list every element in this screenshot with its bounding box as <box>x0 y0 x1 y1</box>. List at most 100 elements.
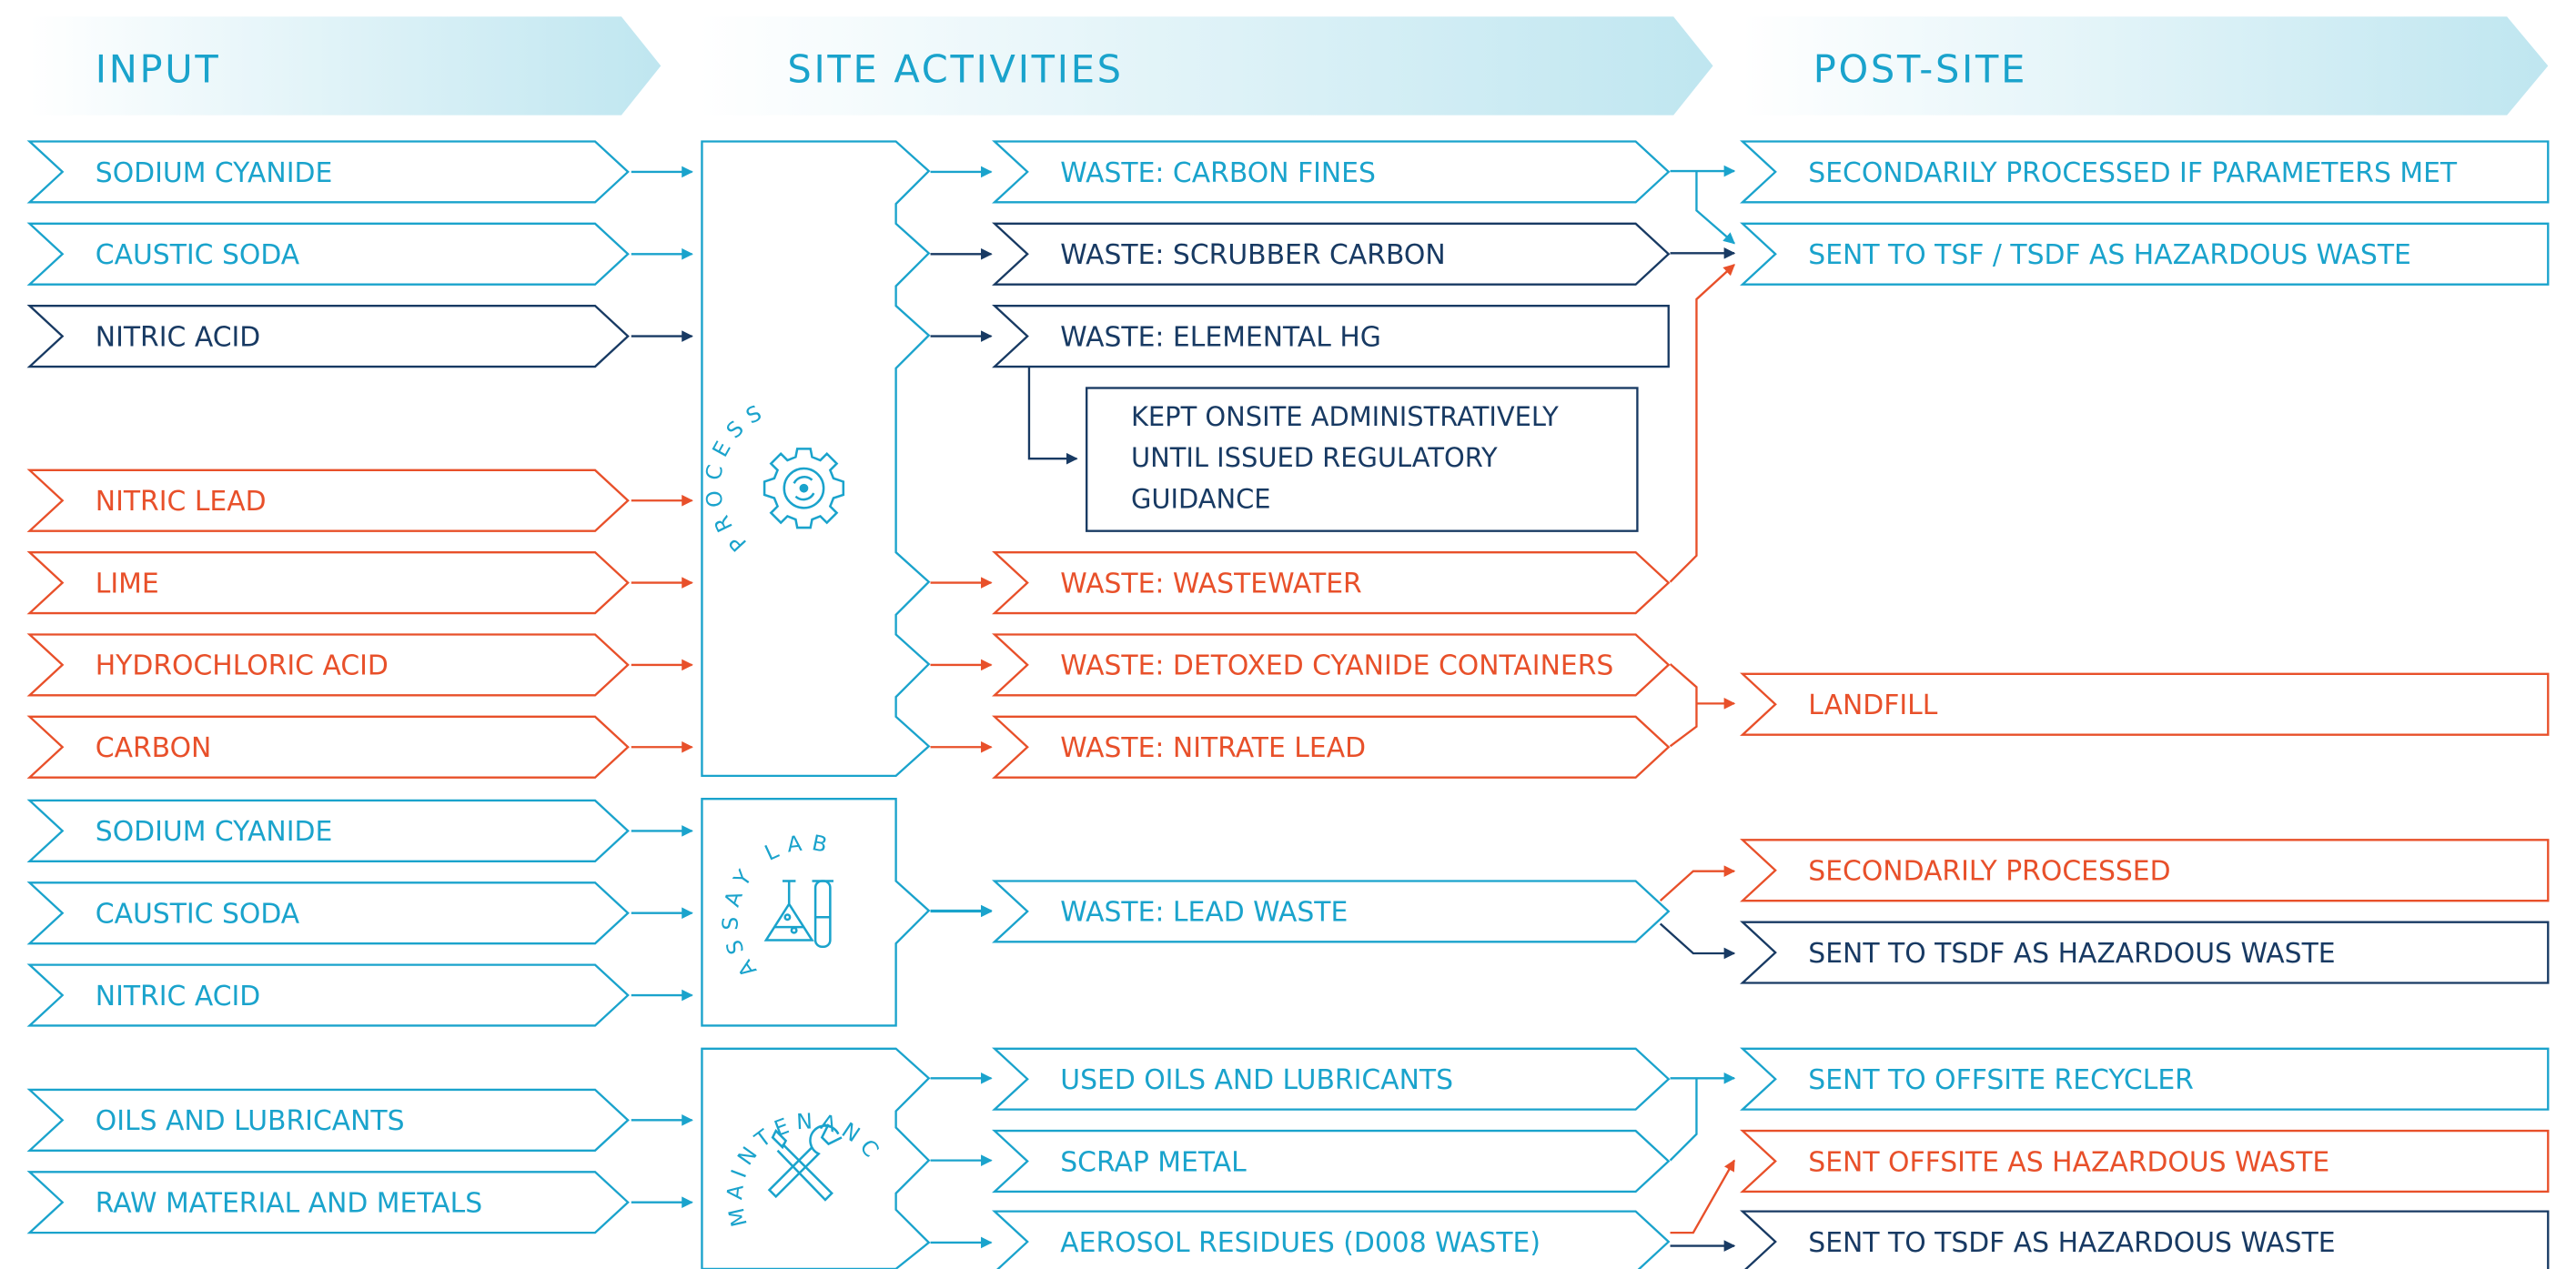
post-header: POST-SITE <box>1813 46 2027 91</box>
input-header: INPUT <box>96 46 221 91</box>
tools-icon <box>767 1123 843 1202</box>
waste-waste-nitrate-lead-label: WASTE: NITRATE LEAD <box>1060 732 1366 764</box>
arrow-lead-tsdf <box>1659 922 1736 960</box>
input-raw-material-and-metals-shape <box>26 1171 630 1234</box>
input-hydrochloric-acid-shape <box>26 633 630 697</box>
waste-waste-nitrate-lead: WASTE: NITRATE LEAD <box>992 715 1671 779</box>
input-carbon-shape <box>26 715 630 779</box>
waste-used-oils-and-lubricants: USED OILS AND LUBRICANTS <box>992 1047 1671 1111</box>
column-headers: INPUT SITE ACTIVITIES POST-SITE <box>29 16 2549 116</box>
output-landfill-label: LANDFILL <box>1808 690 1937 721</box>
waste-used-oils-and-lubricants-shape <box>992 1047 1671 1111</box>
waste-aerosol-residues-d008-waste-label: AEROSOL RESIDUES (D008 WASTE) <box>1060 1227 1541 1259</box>
note-line-3: GUIDANCE <box>1131 483 1271 514</box>
waste-waste-carbon-fines: WASTE: CARBON FINES <box>992 140 1671 204</box>
input-sodium-cyanide: SODIUM CYANIDE <box>26 799 630 862</box>
waste-waste-elemental-hg: WASTE: ELEMENTAL HG <box>992 304 1670 368</box>
input-lime-shape <box>26 550 630 615</box>
input-caustic-soda-shape <box>26 222 630 286</box>
output-sent-offsite-as-hazardous-waste-label: SENT OFFSITE AS HAZARDOUS WASTE <box>1808 1146 2329 1178</box>
flask-icon <box>763 880 833 949</box>
join-landfill <box>1669 663 1698 748</box>
input-oils-and-lubricants-label: OILS AND LUBRICANTS <box>96 1105 405 1137</box>
input-raw-material-and-metals-label: RAW MATERIAL AND METALS <box>96 1188 482 1220</box>
gear-icon <box>763 448 845 529</box>
waste-scrap-metal: SCRAP METAL <box>992 1129 1671 1193</box>
waste-waste-detoxed-cyanide-containers-shape <box>992 633 1671 697</box>
waste-waste-lead-waste: WASTE: LEAD WASTE <box>992 880 1671 943</box>
input-nitric-acid-label: NITRIC ACID <box>96 321 260 353</box>
waste-used-oils-and-lubricants-label: USED OILS AND LUBRICANTS <box>1060 1064 1453 1096</box>
waste-waste-scrubber-carbon-shape <box>992 222 1671 286</box>
input-sodium-cyanide: SODIUM CYANIDE <box>26 140 630 204</box>
waste-waste-wastewater-label: WASTE: WASTEWATER <box>1060 568 1361 599</box>
output-secondarily-processed-if-parameters-met-label: SECONDARILY PROCESSED IF PARAMETERS MET <box>1808 157 2458 189</box>
arrow-aerosol-hazardous <box>1670 1159 1736 1234</box>
site-header: SITE ACTIVITIES <box>787 46 1123 91</box>
input-sodium-cyanide-shape <box>26 799 630 862</box>
note-line-2: UNTIL ISSUED REGULATORY <box>1131 442 1498 473</box>
output-sent-to-offsite-recycler-shape <box>1740 1047 2550 1111</box>
waste-waste-wastewater-shape <box>992 550 1671 615</box>
input-list: SODIUM CYANIDE CAUSTIC SODA NITRIC ACID NIT… <box>26 140 630 1234</box>
input-oils-and-lubricants-shape <box>26 1088 630 1152</box>
output-sent-to-tsdf-as-hazardous-waste: SENT TO TSDF AS HAZARDOUS WASTE <box>1740 921 2550 984</box>
input-nitric-acid-label: NITRIC ACID <box>96 981 260 1012</box>
output-sent-to-tsf-tsdf-as-hazardous-waste-shape <box>1740 222 2550 286</box>
join-scrap <box>1669 1078 1698 1162</box>
output-landfill: LANDFILL <box>1740 672 2550 736</box>
note-line-1: KEPT ONSITE ADMINISTRATIVELY <box>1131 401 1559 432</box>
input-header-banner <box>29 16 662 116</box>
waste-waste-elemental-hg-shape <box>992 304 1670 368</box>
arrow-lead-secondary <box>1659 865 1736 902</box>
input-sodium-cyanide-label: SODIUM CYANIDE <box>96 157 333 189</box>
input-caustic-soda: CAUSTIC SODA <box>26 881 630 945</box>
output-sent-to-offsite-recycler: SENT TO OFFSITE RECYCLER <box>1740 1047 2550 1111</box>
input-lime: LIME <box>26 550 630 615</box>
input-raw-material-and-metals: RAW MATERIAL AND METALS <box>26 1171 630 1234</box>
waste-waste-wastewater: WASTE: WASTEWATER <box>992 550 1671 615</box>
input-caustic-soda-shape <box>26 881 630 945</box>
connector-arrows <box>631 165 1736 1252</box>
waste-scrap-metal-label: SCRAP METAL <box>1060 1146 1247 1178</box>
waste-list: WASTE: CARBON FINES WASTE: SCRUBBER CARBO… <box>992 140 1671 1269</box>
output-secondarily-processed: SECONDARILY PROCESSED <box>1740 839 2550 902</box>
site-header-banner <box>698 16 1713 116</box>
waste-aerosol-residues-d008-waste-shape <box>992 1210 1671 1269</box>
waste-waste-detoxed-cyanide-containers-label: WASTE: DETOXED CYANIDE CONTAINERS <box>1060 650 1613 682</box>
input-caustic-soda: CAUSTIC SODA <box>26 222 630 286</box>
process-label: PROCESS <box>700 397 773 557</box>
input-lime-label: LIME <box>96 568 159 599</box>
output-list: SECONDARILY PROCESSED IF PARAMETERS MET S… <box>1740 140 2550 1269</box>
input-carbon-label: CARBON <box>96 732 212 764</box>
waste-waste-elemental-hg-label: WASTE: ELEMENTAL HG <box>1060 321 1381 353</box>
waste-scrap-metal-shape <box>992 1129 1671 1193</box>
input-sodium-cyanide-label: SODIUM CYANIDE <box>96 816 333 848</box>
output-secondarily-processed-shape <box>1740 839 2550 902</box>
waste-waste-detoxed-cyanide-containers: WASTE: DETOXED CYANIDE CONTAINERS <box>992 633 1671 697</box>
waste-waste-scrubber-carbon: WASTE: SCRUBBER CARBON <box>992 222 1671 286</box>
output-sent-offsite-as-hazardous-waste-shape <box>1740 1129 2550 1193</box>
assay-lab-label: ASSAY LAB <box>717 830 837 982</box>
output-sent-to-offsite-recycler-label: SENT TO OFFSITE RECYCLER <box>1808 1064 2194 1096</box>
output-sent-to-tsdf-as-hazardous-waste-label: SENT TO TSDF AS HAZARDOUS WASTE <box>1808 938 2335 970</box>
output-sent-to-tsf-tsdf-as-hazardous-waste: SENT TO TSF / TSDF AS HAZARDOUS WASTE <box>1740 222 2550 286</box>
input-caustic-soda-label: CAUSTIC SODA <box>96 899 300 931</box>
output-secondarily-processed-if-parameters-met-shape <box>1740 140 2550 204</box>
input-hydrochloric-acid-label: HYDROCHLORIC ACID <box>96 650 389 682</box>
output-sent-to-tsdf-as-hazardous-waste-shape <box>1740 1210 2550 1269</box>
waste-waste-scrubber-carbon-label: WASTE: SCRUBBER CARBON <box>1060 239 1445 271</box>
input-nitric-lead: NITRIC LEAD <box>26 468 630 532</box>
note-box: KEPT ONSITE ADMINISTRATIVELY UNTIL ISSUE… <box>1086 387 1639 532</box>
input-caustic-soda-label: CAUSTIC SODA <box>96 239 300 271</box>
input-nitric-lead-shape <box>26 468 630 532</box>
waste-waste-lead-waste-shape <box>992 880 1671 943</box>
waste-waste-nitrate-lead-shape <box>992 715 1671 779</box>
output-sent-to-tsdf-as-hazardous-waste-label: SENT TO TSDF AS HAZARDOUS WASTE <box>1808 1227 2335 1259</box>
input-nitric-acid: NITRIC ACID <box>26 304 630 368</box>
input-nitric-acid-shape <box>26 304 630 368</box>
output-sent-to-tsdf-as-hazardous-waste-shape <box>1740 921 2550 984</box>
input-oils-and-lubricants: OILS AND LUBRICANTS <box>26 1088 630 1152</box>
output-sent-to-tsdf-as-hazardous-waste: SENT TO TSDF AS HAZARDOUS WASTE <box>1740 1210 2550 1269</box>
